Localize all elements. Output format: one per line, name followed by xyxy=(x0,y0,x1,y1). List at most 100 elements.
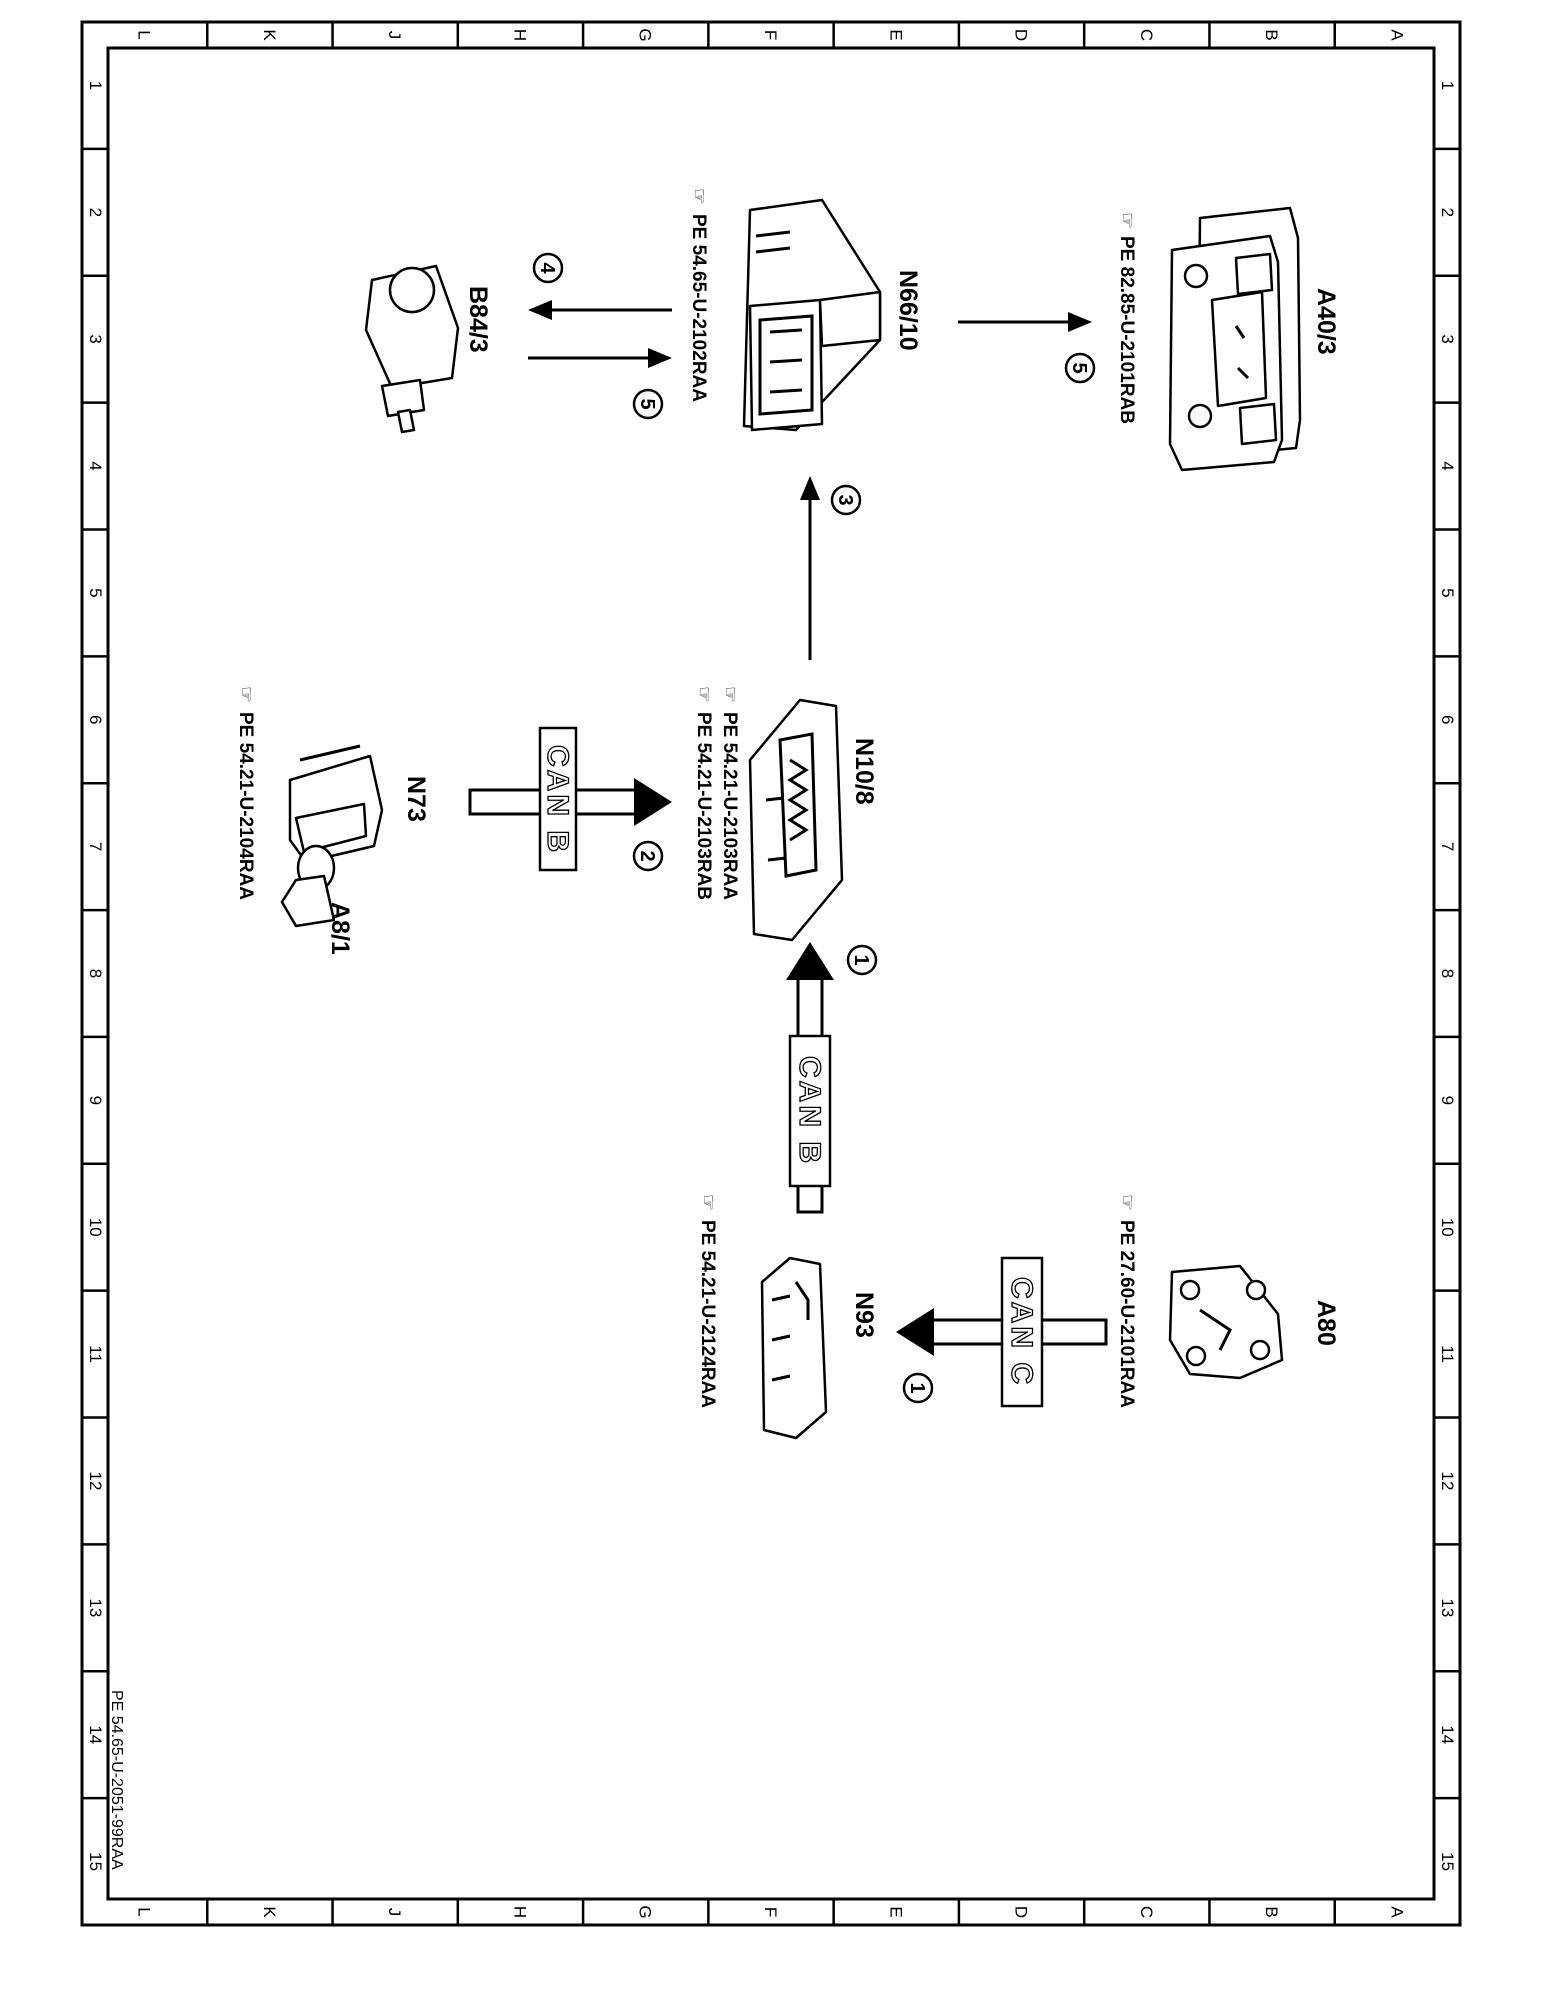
row-label-right: 6 xyxy=(1438,715,1457,724)
n66-10-control-unit: N66/10 PE 54.65-U-2102RAA ☞ xyxy=(688,188,922,432)
step-circle-b84-n66 xyxy=(632,388,664,420)
a80-module: A80 PE 27.60-U-2101RAA ☞ xyxy=(1116,1194,1340,1408)
outer-frame xyxy=(80,20,1462,1927)
n66-10-label: N66/10 xyxy=(894,270,922,351)
row-label-right: 3 xyxy=(1438,334,1457,343)
a80-label: A80 xyxy=(1312,1300,1340,1346)
a80-hand-icon: ☞ xyxy=(1116,1194,1137,1211)
can-c-label: CAN C xyxy=(1005,1277,1038,1387)
n10-8-label: N10/8 xyxy=(850,738,878,805)
column-label-top: G xyxy=(636,28,655,41)
step-circle-n66-a40 xyxy=(1064,352,1096,384)
n73-hand-icon: ☞ xyxy=(235,686,256,703)
n93-hand-icon: ☞ xyxy=(697,1194,718,1211)
column-label-bottom: D xyxy=(1012,1906,1031,1918)
row-label-right: 1 xyxy=(1438,81,1457,90)
row-label-left: 1 xyxy=(86,81,105,90)
document-id: PE 54.65-U-2051-99RAA xyxy=(108,1690,125,1870)
step-circle-a80-n93 xyxy=(902,1372,934,1404)
n10-8-ref1: PE 54.21-U-2103RAA xyxy=(719,712,740,900)
n10-8-module: N10/8 PE 54.21-U-2103RAA ☞ PE 54.21-U-21… xyxy=(693,686,878,942)
row-label-left: 3 xyxy=(86,334,105,343)
a40-3-hand-icon: ☞ xyxy=(1116,212,1137,229)
n93-ref: PE 54.21-U-2124RAA xyxy=(697,1220,718,1408)
row-label-left: 12 xyxy=(86,1472,105,1491)
column-label-top: A xyxy=(1387,29,1406,41)
row-label-left: 5 xyxy=(86,588,105,597)
row-label-left: 13 xyxy=(86,1598,105,1617)
camera-icon xyxy=(364,264,460,434)
a40-3-label: A40/3 xyxy=(1312,288,1340,355)
control-unit-icon xyxy=(742,198,882,432)
column-label-bottom: L xyxy=(135,1907,154,1916)
row-label-left: 6 xyxy=(86,715,105,724)
row-label-left: 8 xyxy=(86,969,105,978)
n10-8-ref2: PE 54.21-U-2103RAB xyxy=(693,712,714,900)
column-label-top: L xyxy=(135,30,154,39)
row-label-left: 4 xyxy=(86,461,105,470)
arrowhead-to-b84 xyxy=(528,300,552,320)
a40-3-display-unit: A40/3 PE 82.85-U-2101RAB ☞ xyxy=(1116,206,1340,472)
column-label-top: K xyxy=(260,29,279,41)
column-label-top: B xyxy=(1262,29,1281,40)
column-label-bottom: B xyxy=(1262,1906,1281,1917)
n93-label: N93 xyxy=(850,1292,878,1338)
row-label-left: 10 xyxy=(86,1218,105,1237)
a40-3-ref: PE 82.85-U-2101RAB xyxy=(1116,236,1137,424)
a80-ref: PE 27.60-U-2101RAA xyxy=(1116,1220,1137,1408)
row-label-right: 14 xyxy=(1438,1725,1457,1744)
can-b-tag-n73 xyxy=(538,726,578,872)
can-b-label-n93: CAN B xyxy=(793,1056,826,1166)
step-number-n73-n10: 2 xyxy=(636,850,658,861)
row-label-right: 8 xyxy=(1438,969,1457,978)
row-label-right: 12 xyxy=(1438,1472,1457,1491)
step-number-n93-n10: 1 xyxy=(850,954,872,965)
ignition-switch-icon xyxy=(280,744,384,928)
n10-8-hand-icon-1: ☞ xyxy=(719,686,740,703)
column-label-bottom: H xyxy=(510,1906,529,1918)
row-label-left: 7 xyxy=(86,842,105,851)
row-label-right: 15 xyxy=(1438,1852,1457,1871)
arrowhead-up-to-n66 xyxy=(800,476,820,500)
display-unit-icon xyxy=(1168,206,1302,472)
arrowhead-to-a40 xyxy=(1068,312,1092,332)
n66-10-hand-icon: ☞ xyxy=(688,188,709,205)
row-label-right: 4 xyxy=(1438,461,1457,470)
connection-a80-to-n93-can-c: CAN C 1 xyxy=(896,1256,1108,1408)
row-label-right: 5 xyxy=(1438,588,1457,597)
row-label-right: 7 xyxy=(1438,842,1457,851)
step-circle-n66-b84 xyxy=(532,252,564,284)
row-label-right: 11 xyxy=(1438,1345,1457,1363)
column-label-bottom: E xyxy=(886,1906,905,1917)
row-label-left: 11 xyxy=(86,1345,105,1363)
b84-3-camera: B84/3 xyxy=(364,264,492,434)
column-label-top: H xyxy=(510,29,529,41)
step-number-n66-b84: 4 xyxy=(536,262,558,274)
step-number-a80-n93: 1 xyxy=(906,1382,928,1393)
column-label-top: E xyxy=(886,29,905,40)
row-label-right: 2 xyxy=(1438,208,1457,217)
n73-ref: PE 54.21-U-2104RAA xyxy=(235,712,256,900)
module-icon xyxy=(748,698,844,942)
inner-frame xyxy=(106,46,1436,1901)
connection-b84-to-n66: 5 xyxy=(528,348,672,420)
can-b-arrowhead-up-to-n10 xyxy=(786,942,834,980)
connection-n93-to-n10-can-b: CAN B 1 xyxy=(786,942,878,1214)
can-b-label-n73: CAN B xyxy=(541,745,574,855)
column-label-bottom: C xyxy=(1137,1906,1156,1918)
row-label-left: 14 xyxy=(86,1725,105,1744)
column-label-bottom: J xyxy=(385,1908,404,1917)
column-label-top: F xyxy=(761,30,780,40)
n93-icon xyxy=(760,1256,828,1440)
row-label-right: 9 xyxy=(1438,1096,1457,1105)
b84-3-label: B84/3 xyxy=(464,286,492,353)
connection-n66-to-a40: 5 xyxy=(958,312,1096,384)
connection-n66-to-b84: 4 xyxy=(528,252,672,320)
column-label-top: C xyxy=(1137,29,1156,41)
arrowhead-to-n66 xyxy=(648,348,672,368)
n73-label: N73 xyxy=(402,776,430,822)
step-circle-n73-n10 xyxy=(632,840,664,872)
can-b-tag-n93 xyxy=(788,1034,832,1188)
